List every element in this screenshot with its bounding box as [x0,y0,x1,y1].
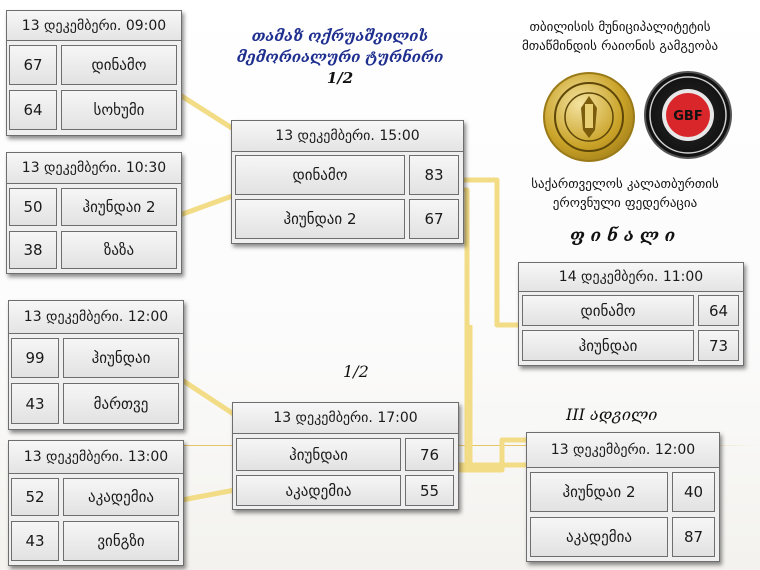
match-date: 13 დეკემბერი. 17:00 [233,403,458,434]
team-name: ჰიუნდაი 2 [235,199,405,239]
match-date: 13 დეკემბერი. 15:00 [232,121,463,152]
org-municipality-line2: მთაწმინდის რაიონის გამგეობა [521,39,719,54]
team-name: სოხუმი [61,90,177,130]
team-score: 83 [409,155,459,195]
connector-q1-s1 [178,92,237,133]
tournament-title-line2: მემორიალური ტურნირი [236,48,444,66]
connector-s2-third [457,437,528,473]
match-final: 14 დეკემბერი. 11:00 დინამო 64 ჰიუნდაი 73 [518,262,744,366]
team-score: 38 [9,231,57,269]
team-score: 99 [11,338,59,378]
tournament-title-line1: თამაზ ოქრუაშვილის [251,27,429,45]
match-third-place: 13 დეკემბერი. 12:00 ჰიუნდაი 2 40 აკადემი… [526,432,720,562]
team-name: ჰიუნდაი [236,438,401,471]
team-score: 40 [672,472,715,512]
gbf-logo-text: GBF [673,109,702,124]
gbf-federation-logo: GBF [644,71,732,159]
team-score: 67 [9,45,57,85]
team-name: ჰიუნდაი [63,338,179,378]
team-name: ზაზა [61,231,177,269]
match-date: 13 დეკემბერი. 12:00 [527,433,719,468]
match-date: 13 დეკემბერი. 13:00 [9,441,183,474]
team-score: 50 [9,188,57,226]
match-quarterfinal-1: 13 დეკემბერი. 09:00 67 დინამო 64 სოხუმი [6,10,182,136]
connector-s1-third [462,187,528,468]
third-place-label: III ადგილი [566,405,658,424]
match-date: 13 დეკემბერი. 09:00 [7,11,181,41]
team-score: 64 [9,90,57,130]
match-quarterfinal-2: 13 დეკემბერი. 10:30 50 ჰიუნდაი 2 38 ზაზა [6,152,182,274]
org-federation-line2: ეროვნული ფედერაცია [552,196,698,211]
match-date: 14 დეკემბერი. 11:00 [519,263,743,292]
org-municipality-line1: თბილისის მუნიციპალიტეტის [529,20,711,35]
team-name: ჰიუნდაი 2 [530,472,668,512]
team-name: დინამო [61,45,177,85]
team-name: ვინგზი [63,521,179,561]
match-quarterfinal-4: 13 დეკემბერი. 13:00 52 აკადემია 43 ვინგზ… [8,440,184,566]
team-score: 43 [11,383,59,424]
municipality-emblem-logo [543,72,635,162]
team-name: ჰიუნდაი 2 [61,188,177,226]
team-name: ჰიუნდაი [522,330,694,361]
final-label: ფ ი ნ ა ლ ი [570,226,676,246]
team-score: 87 [672,517,715,557]
connector-s1-final [462,177,520,328]
connector-q2-s1 [179,192,236,218]
team-name: აკადემია [63,478,179,516]
team-name: დინამო [522,295,694,326]
team-score: 52 [11,478,59,516]
semifinal-label-2: 1/2 [343,362,369,381]
team-score: 55 [405,475,454,506]
match-date: 13 დეკემბერი. 10:30 [7,153,181,184]
team-name: აკადემია [530,517,668,557]
match-semifinal-2: 13 დეკემბერი. 17:00 ჰიუნდაი 76 აკადემია … [232,402,459,510]
team-score: 67 [409,199,459,239]
team-score: 43 [11,521,59,561]
connector-q3-s2 [180,377,237,418]
org-federation-line1: საქართველოს კალათბურთის [531,177,719,192]
team-score: 64 [698,295,739,326]
team-name: აკადემია [236,475,401,506]
match-date: 13 დეკემბერი. 12:00 [9,301,183,334]
match-quarterfinal-3: 13 დეკემბერი. 12:00 99 ჰიუნდაი 43 მართვე [8,300,184,430]
tournament-title: თამაზ ოქრუაშვილის მემორიალური ტურნირი 1/… [215,26,465,89]
semifinal-label-1: 1/2 [326,69,354,87]
org-federation: საქართველოს კალათბურთის ეროვნული ფედერაც… [505,175,745,213]
match-semifinal-1: 13 დეკემბერი. 15:00 დინამო 83 ჰიუნდაი 2 … [231,120,464,244]
org-municipality: თბილისის მუნიციპალიტეტის მთაწმინდის რაიო… [480,18,760,56]
team-name: დინამო [235,155,405,195]
team-name: მართვე [63,383,179,424]
team-score: 73 [698,330,739,361]
team-score: 76 [405,438,454,471]
connector-q4-s2 [181,487,236,503]
